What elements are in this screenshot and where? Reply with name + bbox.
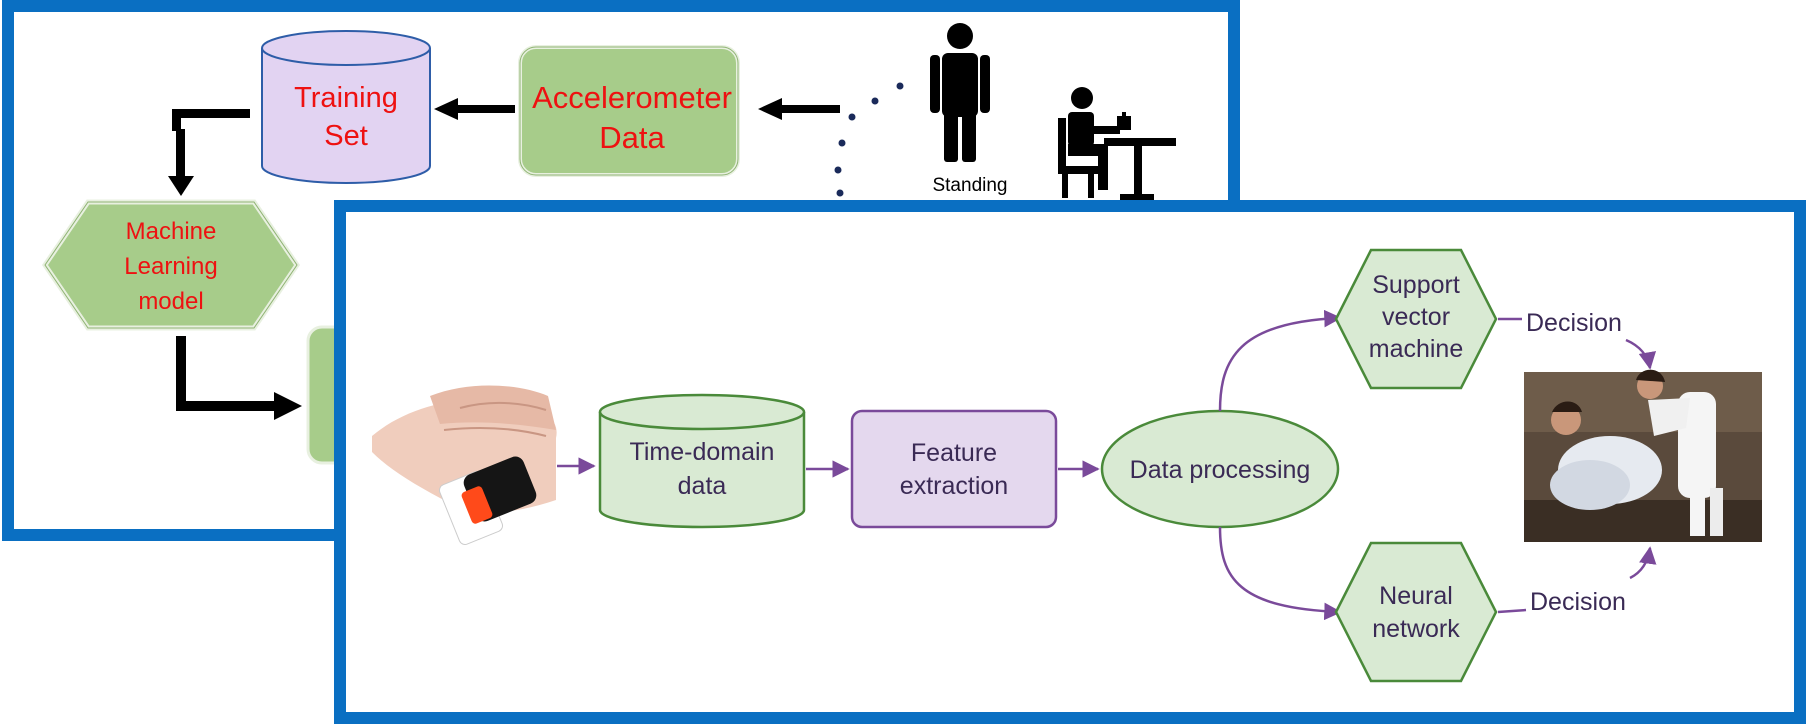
feature-extraction-label-2: extraction <box>900 472 1008 500</box>
feature-extraction-label-1: Feature <box>911 439 997 467</box>
svm-label-1: Support <box>1372 271 1460 299</box>
dotted-connector <box>834 82 904 197</box>
nn-decision-line <box>1497 608 1527 614</box>
ml-model-label-1: Machine <box>126 218 217 245</box>
svm-label-2: vector <box>1382 303 1450 331</box>
decision-top-arrow <box>1625 338 1657 370</box>
accel-to-training-arrow <box>434 98 515 120</box>
time-domain-label-1: Time-domain <box>630 438 775 466</box>
nn-label-2: network <box>1372 615 1460 643</box>
training-set-label-2: Set <box>324 120 368 152</box>
data-processing-label: Data processing <box>1130 456 1311 484</box>
processing-to-nn-arrow <box>1218 526 1342 621</box>
ml-model-hexagon: Machine Learning model <box>41 199 301 331</box>
patient-assisted-photo <box>1524 369 1762 542</box>
svm-hexagon: Support vector machine <box>1334 248 1498 390</box>
decision-top-label: Decision <box>1526 309 1622 337</box>
svm-label-3: machine <box>1369 335 1464 363</box>
nn-hexagon: Neural network <box>1334 541 1498 683</box>
standing-person-icon <box>930 23 990 162</box>
feature-extraction-box: Feature extraction <box>850 409 1058 529</box>
training-set-cylinder: Training Set <box>261 30 431 184</box>
decision-bottom-label: Decision <box>1530 588 1626 616</box>
ml-to-output-arrow <box>176 336 302 420</box>
accelerometer-label-2: Data <box>599 120 665 155</box>
time-domain-cylinder: Time-domain data <box>598 393 806 529</box>
standing-label: Standing <box>932 175 1007 196</box>
ml-model-label-3: model <box>138 288 203 315</box>
training-set-label-1: Training <box>294 82 398 114</box>
time-domain-label-2: data <box>678 472 727 500</box>
sitting-person-icon <box>1058 87 1176 200</box>
smartwatch-wrist-photo <box>372 385 557 545</box>
training-to-ml-arrow <box>168 109 250 196</box>
accelerometer-label-1: Accelerometer <box>532 80 732 115</box>
accelerometer-data-box: Accelerometer Data <box>518 45 740 177</box>
ml-model-label-2: Learning <box>124 253 217 280</box>
sensor-to-accel-arrow <box>758 98 840 120</box>
decision-bottom-arrow <box>1629 546 1657 580</box>
processing-to-svm-arrow <box>1218 309 1342 412</box>
nn-label-1: Neural <box>1379 582 1453 610</box>
front-panel: Time-domain data Feature extraction Data… <box>334 200 1806 724</box>
data-processing-ellipse: Data processing <box>1100 409 1340 529</box>
